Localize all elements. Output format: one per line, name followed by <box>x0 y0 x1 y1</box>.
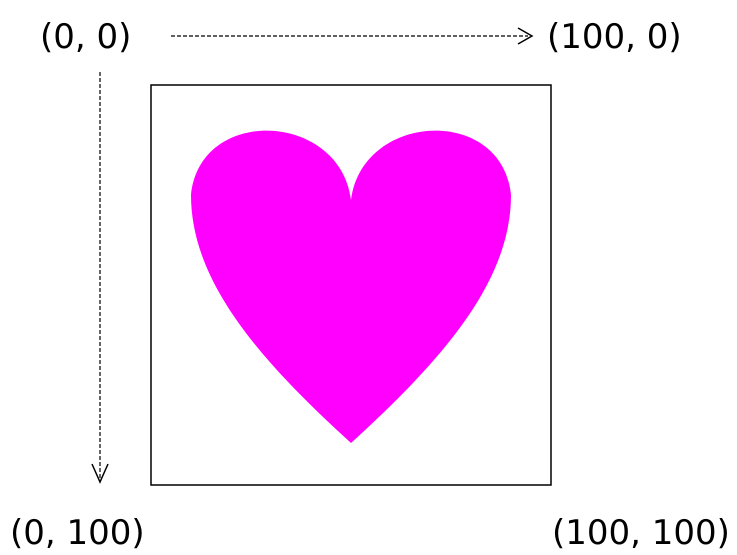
canvas-frame <box>150 84 552 486</box>
y-axis-arrowhead-icon <box>91 463 109 484</box>
x-axis-arrowhead-icon <box>517 27 534 45</box>
y-axis-arrow <box>91 72 109 484</box>
label-x-y-max: (100, 100) <box>552 513 730 553</box>
label-y-max: (0, 100) <box>10 513 145 553</box>
label-x-max: (100, 0) <box>547 17 682 57</box>
x-axis-arrow <box>171 27 534 45</box>
heart-shape <box>191 130 511 443</box>
label-origin: (0, 0) <box>40 17 131 57</box>
